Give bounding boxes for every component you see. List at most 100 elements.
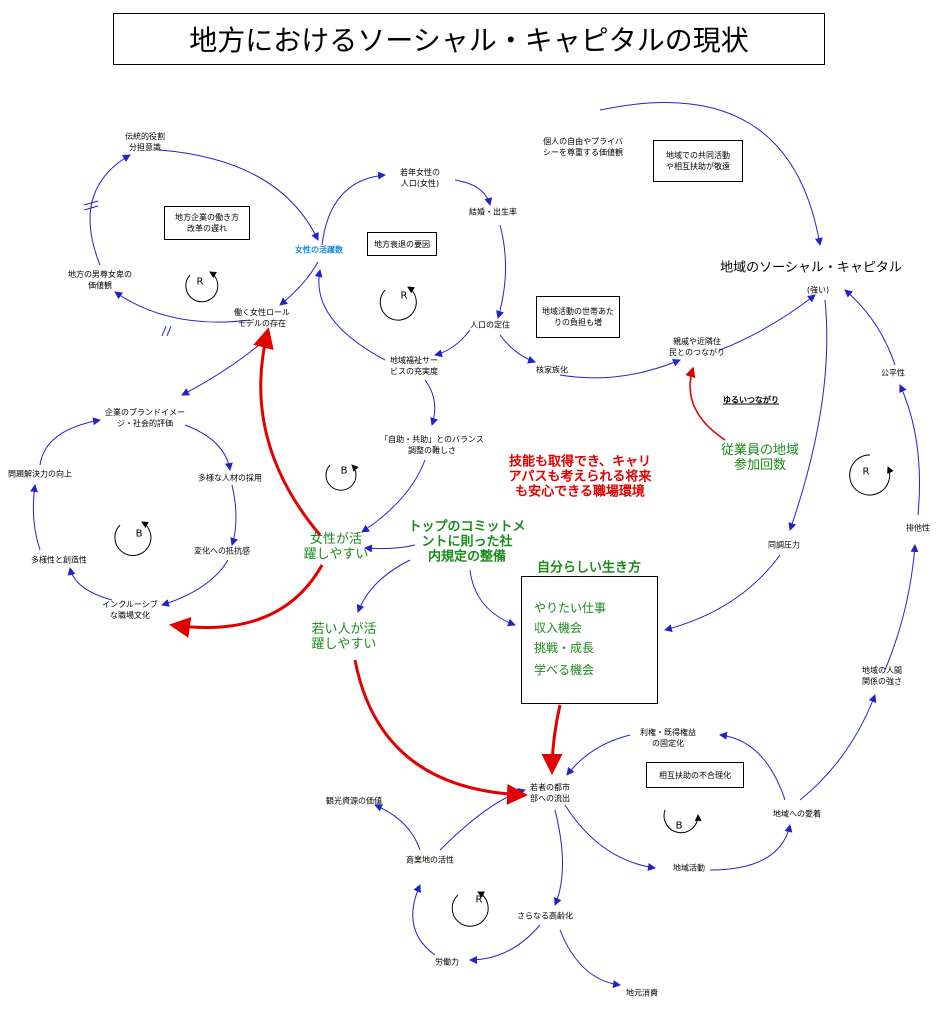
box-company-work: 地方企業の働き方 改革の遅れ (164, 206, 250, 240)
node-consumption: 地元消費 (626, 988, 658, 998)
edge-women-young (321, 171, 386, 246)
node-inclusive: インクルーシブ な職場文化 (102, 600, 158, 620)
edge-problem-brand (39, 417, 101, 466)
node-self-help: 「自助・共助」とのバランス 調整の難しさ (380, 435, 484, 455)
edge-young-marriage (454, 179, 493, 206)
edge-exclusive-fair (899, 384, 920, 516)
edge-commit-womeneasy (364, 544, 416, 553)
edge-traditional-women (159, 149, 319, 241)
box-cooperation: 地域での共同活動 や相互扶助が敬遠 (653, 140, 743, 182)
loop-b1-arc (325, 464, 359, 491)
node-problem: 問題解決力の向上 (8, 469, 72, 479)
node-welfare: 地域福祉サー ビスの充実度 (390, 356, 438, 376)
box-burden: 地域活動の世帯あた りの負担も増 (536, 296, 620, 338)
edge-role-values (114, 291, 251, 323)
own-life-item: 収入機会 (534, 621, 583, 635)
edge-aging-consumption (559, 929, 621, 989)
edge-red-womeneasy-inclusive (169, 564, 324, 638)
loop-r4-arc (451, 891, 489, 927)
edge-aging-labor (469, 924, 541, 964)
node-strong: (強い) (806, 285, 830, 295)
own-life-item: 挑戦・成長 (534, 641, 595, 655)
box-decline: 地方衰退の要因 (367, 232, 437, 256)
node-kinship: 親戚や近隣住 民とのつながり (669, 337, 725, 357)
edge-kin-sc (719, 294, 816, 351)
edge-role-brand (181, 339, 266, 396)
loop-b2-arc (114, 521, 152, 557)
node-women-easy: 女性が活 躍しやすい (303, 532, 369, 562)
node-young-women: 若年女性の 人口(女性) (400, 168, 440, 188)
edge-red-womeneasy-role (253, 327, 322, 536)
edge-human-exclusive (884, 544, 919, 671)
node-marriage: 結婚・出生率 (469, 207, 517, 217)
edge-welfare-women (314, 269, 386, 361)
node-commitment: トップのコミットメ ントに則った社 内規定の整備 (408, 519, 526, 565)
edge-sc-peer (788, 299, 828, 531)
node-brand: 企業のブランドイメー ジ・社会的評価 (105, 408, 185, 428)
edge-peer-ownlife (664, 554, 781, 633)
node-diversity: 多様性と創造性 (31, 555, 87, 565)
box-mutual-aid: 相互扶助の不合理化 (646, 762, 744, 788)
node-loose-ties: ゆるいつながり (723, 395, 779, 405)
node-skills: 技能も取得でき、キャリ アパスも考えられる将来 も安心できる職場環境 (508, 454, 652, 500)
edge-red-employee-kin (685, 366, 726, 441)
page-title: 地方におけるソーシャル・キャピタルの現状 (113, 13, 825, 65)
edge-selfhelp-womeneasy (361, 459, 426, 533)
edge-youth-localact (564, 804, 656, 871)
edge-fair-sc (844, 289, 896, 366)
edge-red-ownlife-youth (541, 704, 563, 775)
node-resistance: 変化への抵抗感 (194, 546, 250, 556)
node-diverse-hire: 多様な人材の採用 (198, 473, 262, 483)
loop-b3-arc (663, 809, 702, 834)
edge-settle-nuclear (499, 334, 536, 364)
edge-welfare-selfhelp (424, 379, 438, 426)
node-aging: さらなる高齢化 (517, 911, 573, 921)
edge-brand-diverse (184, 424, 233, 471)
edge-women-role (279, 261, 319, 306)
edge-red-youtheasy-youth (353, 659, 528, 805)
edge-commit-ownlife (469, 569, 516, 627)
loop-r3-arc (849, 454, 894, 496)
node-own-life: 自分らしい生き方 (536, 560, 642, 576)
loop-marker-b2: B (135, 528, 143, 540)
node-nuclear: 核家族化 (536, 365, 568, 375)
node-human-rel: 地域の人間 関係の強さ (862, 666, 902, 686)
node-labor: 労働力 (435, 957, 459, 967)
node-traditional: 伝統的役割 分担意識 (125, 132, 165, 152)
loop-marker-r3: R (862, 466, 870, 478)
node-youth-easy: 若い人が活 躍しやすい (311, 622, 377, 652)
edge-nuclear-kin (559, 358, 681, 379)
node-local-activity: 地域活動 (673, 863, 705, 873)
edge-attach-human (799, 694, 877, 801)
node-youth-out: 若者の都市 部への流出 (530, 783, 570, 803)
node-social-capital: 地域のソーシャル・キャピタル (720, 260, 902, 276)
node-employee-participation: 従業員の地域 参加回数 (720, 443, 800, 473)
loop-r1-arc (185, 271, 219, 303)
node-exclusive: 排他性 (906, 523, 930, 533)
node-attachment: 地域への愛着 (773, 809, 821, 819)
node-tourism: 観光資源の価値 (326, 796, 382, 806)
edge-settle-welfare (434, 329, 471, 358)
edge-commerce-youth (439, 788, 526, 851)
loop-marker-r4: R (475, 894, 483, 906)
edge-values-traditional (89, 154, 131, 266)
node-women-active: 女性の活躍数 (295, 245, 343, 255)
loop-r2-arc (379, 286, 417, 321)
node-commerce: 商業地の活性 (406, 855, 454, 865)
edge-privacy-sc (599, 102, 823, 246)
node-fairness: 公平性 (881, 368, 905, 378)
node-vested: 利権・既得権益 の固定化 (640, 728, 696, 748)
edge-localact-attach (709, 824, 793, 871)
edge-diversity-problem (30, 484, 41, 551)
node-peer-pressure: 同調圧力 (768, 540, 800, 550)
edge-resist-inclusive (161, 559, 229, 607)
loop-marker-b1: B (340, 465, 348, 477)
node-settlement: 人口の定住 (470, 320, 510, 330)
edge-commit-youtheasy (356, 559, 411, 613)
node-role-model: 働く女性ロール モデルの存在 (234, 308, 290, 328)
own-life-box: やりたい仕事 収入機会 挑戦・成長 学べる機会 (521, 576, 658, 704)
loop-marker-r1: R (196, 276, 204, 288)
edge-vested-youth (566, 734, 631, 776)
edge-attach-vested (719, 731, 786, 801)
